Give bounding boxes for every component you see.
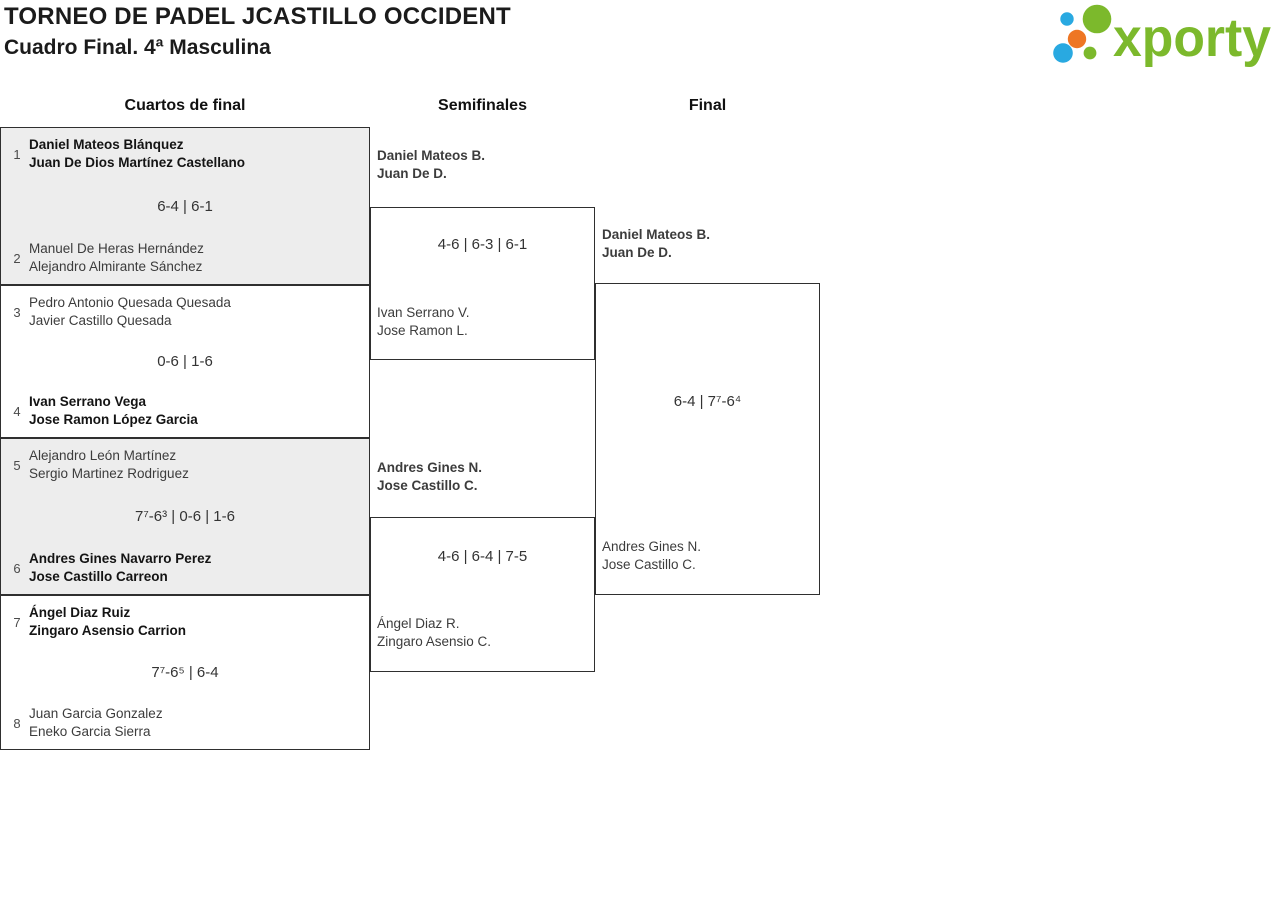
player-name: Ivan Serrano V. — [377, 305, 470, 320]
semifinal-1-team-bottom: Ivan Serrano V. Jose Ramon L. — [377, 304, 470, 340]
round-header-final: Final — [688, 97, 727, 114]
quarterfinal-match-4: 7 Ángel Diaz Ruiz Zingaro Asensio Carrio… — [0, 595, 370, 750]
team-row: 4 Ivan Serrano Vega Jose Ramon López Gar… — [7, 393, 363, 429]
match-score: 4-6 | 6-3 | 6-1 — [437, 236, 528, 253]
player-name: Alejandro Almirante Sánchez — [29, 259, 203, 274]
player-name: Ángel Diaz Ruiz — [29, 605, 131, 620]
match-score: 0-6 | 1-6 — [157, 353, 213, 370]
player-name: Jose Ramon L. — [377, 323, 468, 338]
seed-number: 3 — [13, 304, 21, 320]
player-name: Zingaro Asensio C. — [377, 634, 492, 649]
final-team-bottom: Andres Gines N. Jose Castillo C. — [602, 538, 701, 574]
team-row: 3 Pedro Antonio Quesada Quesada Javier C… — [7, 294, 363, 330]
player-name: Alejandro León Martínez — [29, 448, 177, 463]
player-name: Ángel Diaz R. — [377, 616, 460, 631]
logo-text: xporty — [1113, 8, 1271, 68]
quarterfinal-match-1: 1 Daniel Mateos Blánquez Juan De Dios Ma… — [0, 127, 370, 285]
logo-dot-small-green — [1083, 46, 1097, 60]
match-score: 7⁷-6³ | 0-6 | 1-6 — [135, 508, 235, 525]
player-name: Daniel Mateos B. — [602, 227, 711, 242]
team-names: Ángel Diaz Ruiz Zingaro Asensio Carrion — [29, 604, 186, 640]
seed-number: 1 — [13, 146, 21, 162]
logo-dot-big-blue — [1053, 43, 1073, 63]
player-name: Andres Gines Navarro Perez — [29, 551, 212, 566]
player-name: Pedro Antonio Quesada Quesada — [29, 295, 231, 310]
seed-number: 6 — [13, 560, 21, 576]
player-name: Juan Garcia Gonzalez — [29, 706, 163, 721]
logo-dot-big-green — [1082, 4, 1112, 34]
quarterfinal-match-3: 5 Alejandro León Martínez Sergio Martine… — [0, 438, 370, 595]
quarterfinal-match-2: 3 Pedro Antonio Quesada Quesada Javier C… — [0, 285, 370, 438]
semifinal-1-team-top: Daniel Mateos B. Juan De D. — [377, 147, 485, 183]
player-name: Daniel Mateos Blánquez — [29, 137, 184, 152]
player-name: Juan De D. — [377, 166, 447, 181]
semifinal-2-team-bottom: Ángel Diaz R. Zingaro Asensio C. — [377, 615, 491, 651]
semifinal-2-team-top: Andres Gines N. Jose Castillo C. — [377, 459, 482, 495]
logo-dot-orange — [1067, 29, 1087, 49]
team-names: Pedro Antonio Quesada Quesada Javier Cas… — [29, 294, 231, 330]
xporty-logo: xporty — [1053, 4, 1271, 68]
seed-number: 7 — [13, 614, 21, 630]
player-name: Jose Castillo C. — [377, 478, 478, 493]
player-name: Jose Castillo Carreon — [29, 569, 168, 584]
player-name: Jose Ramon López Garcia — [29, 412, 198, 427]
player-name: Juan De D. — [602, 245, 672, 260]
match-score: 7⁷-6⁵ | 6-4 — [151, 664, 219, 681]
player-name: Sergio Martinez Rodriguez — [29, 466, 189, 481]
player-name: Andres Gines N. — [602, 539, 702, 554]
team-names: Andres Gines Navarro Perez Jose Castillo… — [29, 550, 211, 586]
semifinal-match-2 — [370, 517, 595, 672]
page-title: TORNEO DE PADEL JCASTILLO OCCIDENT — [4, 3, 511, 30]
match-score: 6-4 | 7⁷-6⁴ — [673, 393, 742, 410]
team-row: 1 Daniel Mateos Blánquez Juan De Dios Ma… — [7, 136, 363, 172]
round-header-quarterfinals: Cuartos de final — [124, 97, 246, 114]
seed-number: 8 — [13, 715, 21, 731]
semifinal-match-1 — [370, 207, 595, 360]
match-score: 4-6 | 6-4 | 7-5 — [437, 548, 528, 565]
team-row: 5 Alejandro León Martínez Sergio Martine… — [7, 447, 363, 483]
team-names: Daniel Mateos Blánquez Juan De Dios Mart… — [29, 136, 245, 172]
player-name: Juan De Dios Martínez Castellano — [29, 155, 246, 170]
seed-number: 5 — [13, 457, 21, 473]
seed-number: 2 — [13, 250, 21, 266]
player-name: Zingaro Asensio Carrion — [29, 623, 187, 638]
team-names: Manuel De Heras Hernández Alejandro Almi… — [29, 240, 204, 276]
player-name: Javier Castillo Quesada — [29, 313, 172, 328]
player-name: Andres Gines N. — [377, 460, 483, 475]
team-names: Alejandro León Martínez Sergio Martinez … — [29, 447, 189, 483]
page-subtitle: Cuadro Final. 4ª Masculina — [4, 36, 271, 59]
round-header-semifinals: Semifinales — [438, 97, 527, 114]
team-row: 7 Ángel Diaz Ruiz Zingaro Asensio Carrio… — [7, 604, 363, 640]
player-name: Manuel De Heras Hernández — [29, 241, 204, 256]
final-team-top: Daniel Mateos B. Juan De D. — [602, 226, 710, 262]
player-name: Jose Castillo C. — [602, 557, 696, 572]
player-name: Ivan Serrano Vega — [29, 394, 147, 409]
final-match — [595, 283, 820, 595]
team-row: 8 Juan Garcia Gonzalez Eneko Garcia Sier… — [7, 705, 363, 741]
team-names: Juan Garcia Gonzalez Eneko Garcia Sierra — [29, 705, 163, 741]
team-row: 6 Andres Gines Navarro Perez Jose Castil… — [7, 550, 363, 586]
player-name: Eneko Garcia Sierra — [29, 724, 151, 739]
team-row: 2 Manuel De Heras Hernández Alejandro Al… — [7, 240, 363, 276]
match-score: 6-4 | 6-1 — [157, 197, 213, 215]
team-names: Ivan Serrano Vega Jose Ramon López Garci… — [29, 393, 198, 429]
seed-number: 4 — [13, 403, 21, 419]
logo-dot-small-blue — [1060, 12, 1074, 26]
player-name: Daniel Mateos B. — [377, 148, 486, 163]
